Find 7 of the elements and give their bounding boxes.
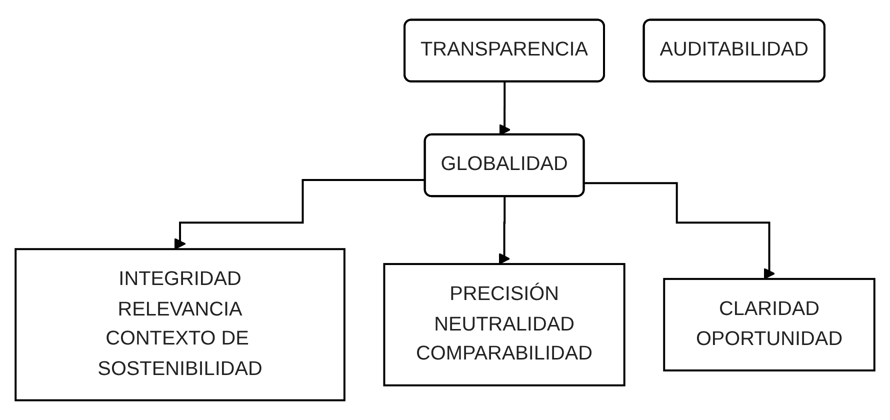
- arrow: [498, 196, 510, 265]
- arrow: [498, 81, 511, 136]
- node-box: PRECISIÓN NEUTRALIDAD COMPARABILIDAD: [383, 263, 626, 386]
- arrow: [174, 178, 426, 250]
- node-box: CLARIDAD OPORTUNIDAD: [663, 278, 876, 372]
- arrow: [584, 182, 776, 280]
- node-box: INTEGRIDAD RELEVANCIA CONTEXTO DE SOSTENIBILIDAD: [14, 248, 346, 402]
